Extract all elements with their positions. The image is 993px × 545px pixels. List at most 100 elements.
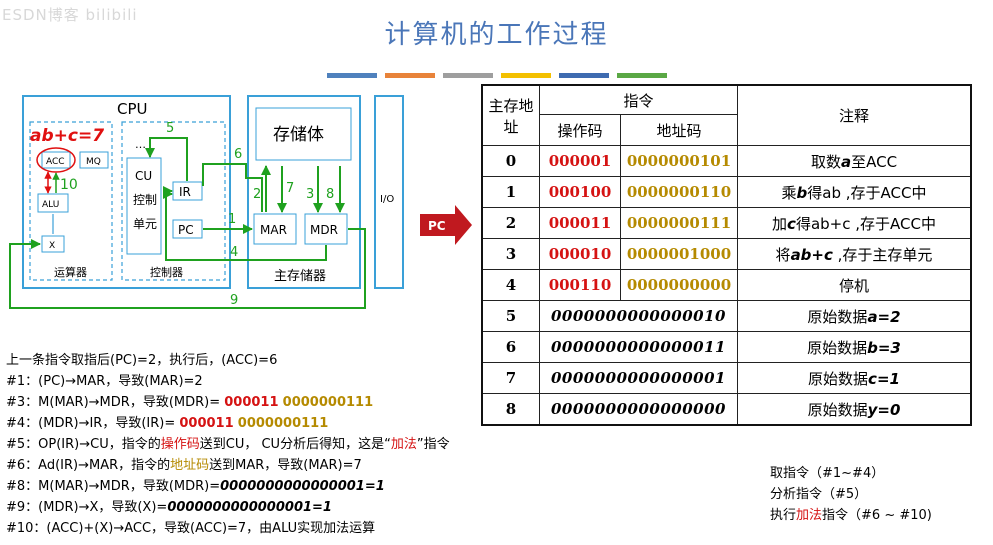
pc-register <box>172 219 203 239</box>
step-label-4: 4 <box>230 245 238 260</box>
table-row: 1 000100 0000000110 乘b得ab ,存于ACC中 <box>481 176 972 208</box>
step-label-6: 6 <box>234 147 242 162</box>
header-instruction: 指令 <box>539 84 738 115</box>
color-bar-segment <box>385 73 435 78</box>
acc-label: ACC <box>46 157 65 167</box>
color-bar-segment <box>327 73 377 78</box>
row-addrcode: 0000000101 <box>620 145 738 177</box>
step-label-10: 10 <box>60 177 78 193</box>
table-row: 0 000001 0000000101 取数a至ACC <box>481 145 972 177</box>
row-opcode: 000100 <box>539 176 621 208</box>
handwritten-annotation: ab+c=7 <box>30 126 104 146</box>
page-title: 计算机的工作过程 <box>384 20 609 50</box>
header-note: 注释 <box>737 84 972 146</box>
cpu-box <box>22 95 231 289</box>
table-row: 7 0000000000000001 原始数据c=1 <box>481 362 972 394</box>
table-row: 5 0000000000000010 原始数据a=2 <box>481 300 972 332</box>
row-addr: 5 <box>481 300 540 332</box>
step-8: #8：M(MAR)→MDR，导致(MDR)=0000000000000001=1 <box>6 479 385 494</box>
row-addr: 4 <box>481 269 540 301</box>
io-box <box>374 95 404 289</box>
header-opcode: 操作码 <box>539 114 621 146</box>
row-note: 加c得ab+c ,存于ACC中 <box>737 207 972 239</box>
io-label: I/O <box>380 194 394 205</box>
row-data-word: 0000000000000010 <box>539 300 738 332</box>
row-addrcode: 0000000110 <box>620 176 738 208</box>
color-bar-segment <box>501 73 551 78</box>
mar-label: MAR <box>260 223 287 237</box>
mdr-to-ir-arrow <box>163 189 327 261</box>
storage-label: 存储体 <box>273 125 324 145</box>
watermark: ESDN博客 bilibili <box>2 6 138 24</box>
table-row: 4 000110 0000000000 停机 <box>481 269 972 301</box>
execution-steps: 上一条指令取指后(PC)=2，执行后，(ACC)=6 #1：(PC)→MAR，导… <box>6 350 646 539</box>
row-opcode: 000110 <box>539 269 621 301</box>
row-opcode: 000010 <box>539 238 621 270</box>
x-label: X <box>49 241 55 251</box>
pc-label: PC <box>178 223 194 237</box>
mdr-to-x-arrow <box>9 228 366 309</box>
computer-structure-diagram: CPU 运算器 控制器 ab+c=7 ACC MQ ALU X 10 … CU … <box>9 95 472 309</box>
cu-label: CU <box>135 169 152 183</box>
row-data-word: 0000000000000011 <box>539 331 738 363</box>
ir-to-cu-arrow <box>145 137 188 181</box>
mar-register <box>253 213 297 245</box>
row-note: 取数a至ACC <box>737 145 972 177</box>
step-9: #9：(MDR)→X，导致(X)=0000000000000001=1 <box>6 500 332 515</box>
cu-sub-2: 单元 <box>133 217 157 231</box>
step-label-3: 3 <box>306 187 314 202</box>
alu-box <box>37 193 69 213</box>
main-memory-box <box>247 95 361 289</box>
table-row: 3 000010 0000001000 将ab+c ,存于主存单元 <box>481 238 972 270</box>
row-note: 原始数据y=0 <box>737 393 972 426</box>
ir-register <box>172 181 203 201</box>
cu-ellipsis: … <box>135 138 146 151</box>
mq-label: MQ <box>86 157 101 167</box>
row-addr: 1 <box>481 176 540 208</box>
summary-fetch: 取指令（#1~#4） <box>770 466 885 481</box>
row-opcode: 000001 <box>539 145 621 177</box>
phase-summary: 取指令（#1~#4） 分析指令（#5） 执行加法指令（#6 ~ #10) <box>770 463 932 526</box>
row-addrcode: 0000000000 <box>620 269 738 301</box>
step-intro: 上一条指令取指后(PC)=2，执行后，(ACC)=6 <box>6 353 278 368</box>
alu-unit-box <box>29 121 113 281</box>
step-6: #6：Ad(IR)→MAR，指令的地址码送到MAR，导致(MAR)=7 <box>6 458 362 473</box>
row-note: 原始数据b=3 <box>737 331 972 363</box>
color-bar-segment <box>443 73 493 78</box>
mdr-register <box>304 213 348 245</box>
row-data-word: 0000000000000000 <box>539 393 738 426</box>
row-opcode: 000011 <box>539 207 621 239</box>
step-label-8: 8 <box>326 187 334 202</box>
step-10: #10：(ACC)+(X)→ACC，导致(ACC)=7，由ALU实现加法运算 <box>6 521 376 536</box>
step-label-1: 1 <box>228 212 236 227</box>
step-5: #5：OP(IR)→CU，指令的操作码送到CU， CU分析后得知，这是“加法”指… <box>6 437 450 452</box>
ir-label: IR <box>179 185 191 199</box>
step-label-5: 5 <box>166 121 174 136</box>
row-addr: 2 <box>481 207 540 239</box>
row-addr: 7 <box>481 362 540 394</box>
pc-pointer-arrow <box>420 205 472 245</box>
row-addr: 3 <box>481 238 540 270</box>
mq-register <box>79 151 109 169</box>
row-addr: 0 <box>481 145 540 177</box>
instruction-table: 主存地址 指令 注释 操作码 地址码 0 000001 0000000101 取… <box>481 84 972 426</box>
row-addrcode: 0000000111 <box>620 207 738 239</box>
x-register <box>41 235 65 253</box>
step-label-2: 2 <box>253 187 261 202</box>
header-addrcode: 地址码 <box>620 114 738 146</box>
table-row: 2 000011 0000000111 加c得ab+c ,存于ACC中 <box>481 207 972 239</box>
step-label-9: 9 <box>230 293 238 308</box>
summary-execute: 执行加法指令（#6 ~ #10) <box>770 508 932 523</box>
step-1: #1：(PC)→MAR，导致(MAR)=2 <box>6 374 203 389</box>
header-main-addr: 主存地址 <box>481 84 540 146</box>
alu-unit-label: 运算器 <box>54 265 87 279</box>
row-note: 原始数据c=1 <box>737 362 972 394</box>
pc-pointer-label: PC <box>428 219 446 233</box>
cpu-label: CPU <box>117 100 148 118</box>
row-note: 停机 <box>737 269 972 301</box>
row-data-word: 0000000000000001 <box>539 362 738 394</box>
controller-label: 控制器 <box>150 265 183 279</box>
step-3: #3：M(MAR)→MDR，导致(MDR)= 000011 0000000111 <box>6 395 374 410</box>
table-row: 6 0000000000000011 原始数据b=3 <box>481 331 972 363</box>
row-note: 将ab+c ,存于主存单元 <box>737 238 972 270</box>
